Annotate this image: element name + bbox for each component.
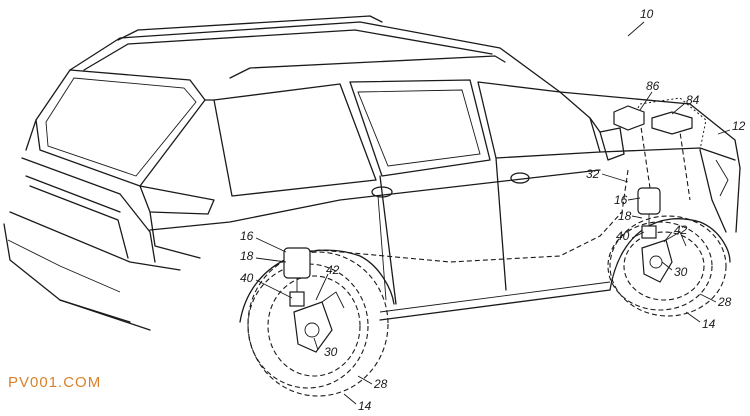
leader-lines (255, 21, 731, 405)
label-body: 12 (732, 119, 746, 133)
label-knuckle-front: 30 (674, 265, 688, 279)
label-arm-rear: 42 (326, 263, 340, 277)
label-sensor: 84 (686, 93, 700, 107)
label-arm-front: 42 (674, 223, 688, 237)
watermark: PV001.COM (8, 374, 102, 391)
label-spring-rear: 18 (240, 249, 254, 263)
label-module: 86 (646, 79, 660, 93)
label-actuator-rear: 16 (240, 229, 254, 243)
control-wiring (299, 97, 707, 263)
label-actuator-front: 16 (614, 193, 628, 207)
label-tire-rear: 28 (373, 377, 388, 391)
label-damper-front: 40 (616, 229, 630, 243)
vehicle-body (3, 15, 741, 331)
rear-wheel-assembly (247, 247, 389, 397)
label-wheel-rear: 14 (358, 399, 372, 413)
reference-numerals: 10 12 84 86 32 16 18 40 42 30 28 14 16 1… (240, 7, 746, 413)
sensor-module (613, 105, 693, 135)
front-wheel-assembly (607, 187, 727, 317)
label-wheel-front: 14 (702, 317, 716, 331)
label-tire-front: 28 (717, 295, 732, 309)
label-vehicle: 10 (640, 7, 654, 21)
label-spring-front: 18 (618, 209, 632, 223)
label-knuckle-rear: 30 (324, 345, 338, 359)
label-damper-rear: 40 (240, 271, 254, 285)
label-controller: 32 (586, 167, 600, 181)
